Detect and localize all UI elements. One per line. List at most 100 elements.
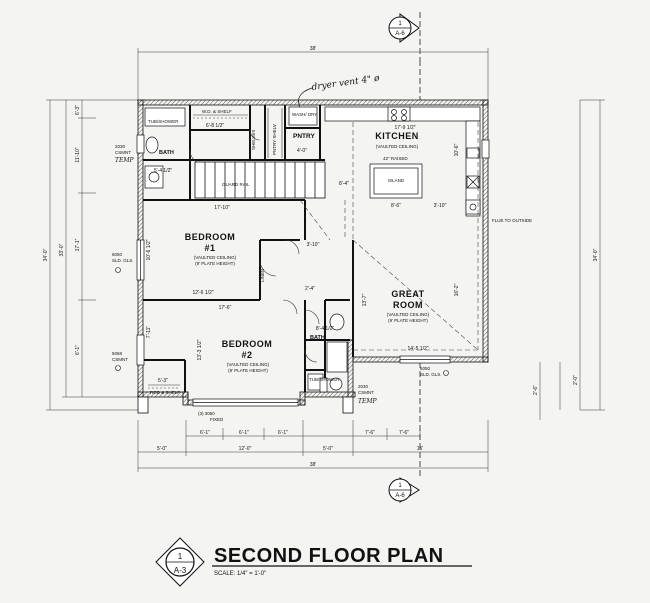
wd-shelf-label: W.D. & SHELF (202, 109, 232, 114)
bath-fixtures-bottom (307, 313, 348, 391)
dim-right-a: 2'-0" (573, 375, 579, 385)
dim-bed1-width: 17'-10" (214, 205, 230, 211)
bedroom2-number: #2 (241, 350, 252, 360)
kitchen-fixtures (324, 106, 481, 217)
dim-overall-depth-right: 34'-0" (593, 248, 599, 261)
dim-bottom-b: 12'-0" (239, 446, 252, 452)
title-detail-number: 1 (178, 552, 183, 561)
dim-island-b: 3'-10" (434, 203, 447, 209)
dim-bottom-sub-a: 6'-1" (200, 430, 210, 436)
dim-overall-width: 38' (310, 46, 317, 52)
bath-bottom-label: BATH (310, 335, 325, 341)
note-arrow-icon (298, 87, 313, 109)
pantry-label: PNTRY (293, 133, 315, 140)
fixed-window-note: FIXED (210, 417, 224, 422)
dim-great-left: 13'-7" (362, 293, 368, 306)
kitchen-note: (VAULTED CEILING) (376, 144, 419, 149)
dim-hall: 3'-10" (307, 242, 320, 248)
slider-left-1-note: SLD. GLS. (112, 258, 134, 263)
room-kitchen: KITCHEN (VAULTED CEILING) ISLAND 42" RAI… (375, 131, 419, 183)
dim-pantry-w: 4'-0" (297, 148, 307, 154)
dryer-vent-note: dryer vent 4" ø (311, 73, 381, 93)
dim-bottom-a: 5'-0" (157, 446, 167, 452)
dim-bottom-sub-d: 7'-6" (365, 430, 375, 436)
pantry-shelves-label: PNTRY SHELV (272, 124, 277, 155)
fixture-labels: W.D. & SHELF SHELVES PNTRY SHELV ROD & S… (148, 109, 532, 422)
dimension-labels: 38' 34'-0" 33'-0" 6'-3" 11'-10" 17'-1" 6… (43, 46, 599, 468)
window-tag-icon (443, 370, 449, 376)
window-tag-icon (115, 365, 121, 371)
linen-label: LINEN (260, 269, 265, 282)
window-top-left: 2030 (115, 144, 126, 149)
bedroom1-note2: (9' PLATE HEIGHT) (195, 261, 235, 266)
kitchen-counter-note: 42" RAISED (383, 156, 408, 161)
great-room-label-1: GREAT (391, 289, 424, 299)
dim-bottom-c: 5'-0" (323, 446, 333, 452)
plan-title: SECOND FLOOR PLAN (214, 545, 444, 567)
room-great-room: GREAT ROOM (VAULTED CEILING) (9' PLATE H… (387, 289, 430, 323)
temp-label-2: TEMP (358, 398, 378, 405)
dim-bed1-depth: 10'-6 1/2" (146, 239, 152, 260)
bedroom1-note1: (VAULTED CEILING) (194, 255, 237, 260)
stairs (194, 161, 326, 199)
dim-left-d: 6'-1" (75, 345, 81, 355)
bedroom1-label: BEDROOM (185, 232, 236, 242)
island-label: ISLAND (388, 178, 405, 183)
vaulted-ceiling-lines (299, 122, 479, 351)
fixed-window-label: (3) 3050 (198, 411, 215, 416)
washer-dryer-label: WASH/ DRY (292, 112, 317, 117)
window-bottom-right: 2030 (358, 384, 369, 389)
shelves-label: SHELVES (251, 130, 256, 150)
dim-bedroom2-closet: 5'-3" (158, 378, 168, 384)
temp-label-1: TEMP (115, 157, 135, 164)
slider-left-2-note: CSMNT (112, 357, 128, 362)
section-number-top: 1 (398, 21, 402, 27)
dim-bottom-sub-c: 6'-1" (278, 430, 288, 436)
bedroom2-note1: (VAULTED CEILING) (227, 362, 270, 367)
section-marker-bottom[interactable]: 1 A-6 (388, 362, 421, 503)
window-callouts: 2030 CSMNT TEMP 6050 SLD. GLS. 5068 CSMN… (112, 144, 449, 405)
dim-bath2-width: 8'-4 1/2" (316, 326, 335, 332)
dim-bottom-sub-e: 7'-6" (399, 430, 409, 436)
dim-closet-a: 2'-4" (305, 286, 315, 292)
dim-kitchen-width: 17'-9 1/2" (394, 125, 415, 131)
dim-great-depth: 16'-2" (454, 283, 460, 296)
bedroom2-shelf-label: ROD & SHELF (150, 390, 180, 395)
section-marker-top[interactable]: 1 A-6 (388, 12, 421, 100)
bath-top-label: BATH (159, 150, 174, 156)
stair-note: GUARD RAIL (222, 182, 250, 187)
section-sheet-bottom: A-6 (395, 493, 405, 499)
dim-overall-depth: 34'-0" (43, 248, 49, 261)
door-swings (189, 129, 320, 363)
slider-right: 6050 (420, 366, 431, 371)
bedroom2-note2: (9' PLATE HEIGHT) (228, 368, 268, 373)
dim-right-b: 2'-6" (533, 385, 539, 395)
title-block: 1 A-3 SECOND FLOOR PLAN SCALE: 1/4" = 1'… (155, 537, 472, 587)
dim-left-total: 33'-0" (59, 243, 65, 256)
dim-top-left: 6'-3" (75, 105, 81, 115)
dimension-lines (46, 48, 605, 472)
dim-bottom-d: 15' (417, 446, 424, 452)
plan-scale: SCALE: 1/4" = 1'-0" (214, 571, 266, 577)
room-bedroom-1: BEDROOM #1 (VAULTED CEILING) (9' PLATE H… (185, 232, 237, 266)
dim-left-a: 11'-10" (75, 147, 81, 162)
bath-fixtures-top (144, 107, 186, 189)
washer-dryer (288, 106, 318, 126)
slider-right-note: SLD. GLS. (420, 372, 442, 377)
window-tag-icon (115, 267, 121, 273)
section-number-bottom: 1 (398, 483, 402, 489)
great-room-note2: (9' PLATE HEIGHT) (388, 318, 428, 323)
dim-bed2-depth: 13'-3 1/2" (197, 339, 203, 360)
dim-island-a: 8'-6" (391, 203, 401, 209)
dim-wd-w: 6'-8 1/2" (206, 123, 225, 129)
bedroom1-number: #1 (204, 243, 215, 253)
shelving (148, 108, 283, 389)
dim-bed1-bottom: 12'-6 1/2" (192, 290, 213, 296)
windows (136, 134, 490, 407)
section-sheet-top: A-6 (395, 31, 405, 37)
slider-left-1: 6050 (112, 252, 123, 257)
bedroom2-label: BEDROOM (222, 339, 273, 349)
window-bottom-right-note: CSMNT (358, 390, 374, 395)
dim-bed2-width: 17'-6" (219, 305, 232, 311)
